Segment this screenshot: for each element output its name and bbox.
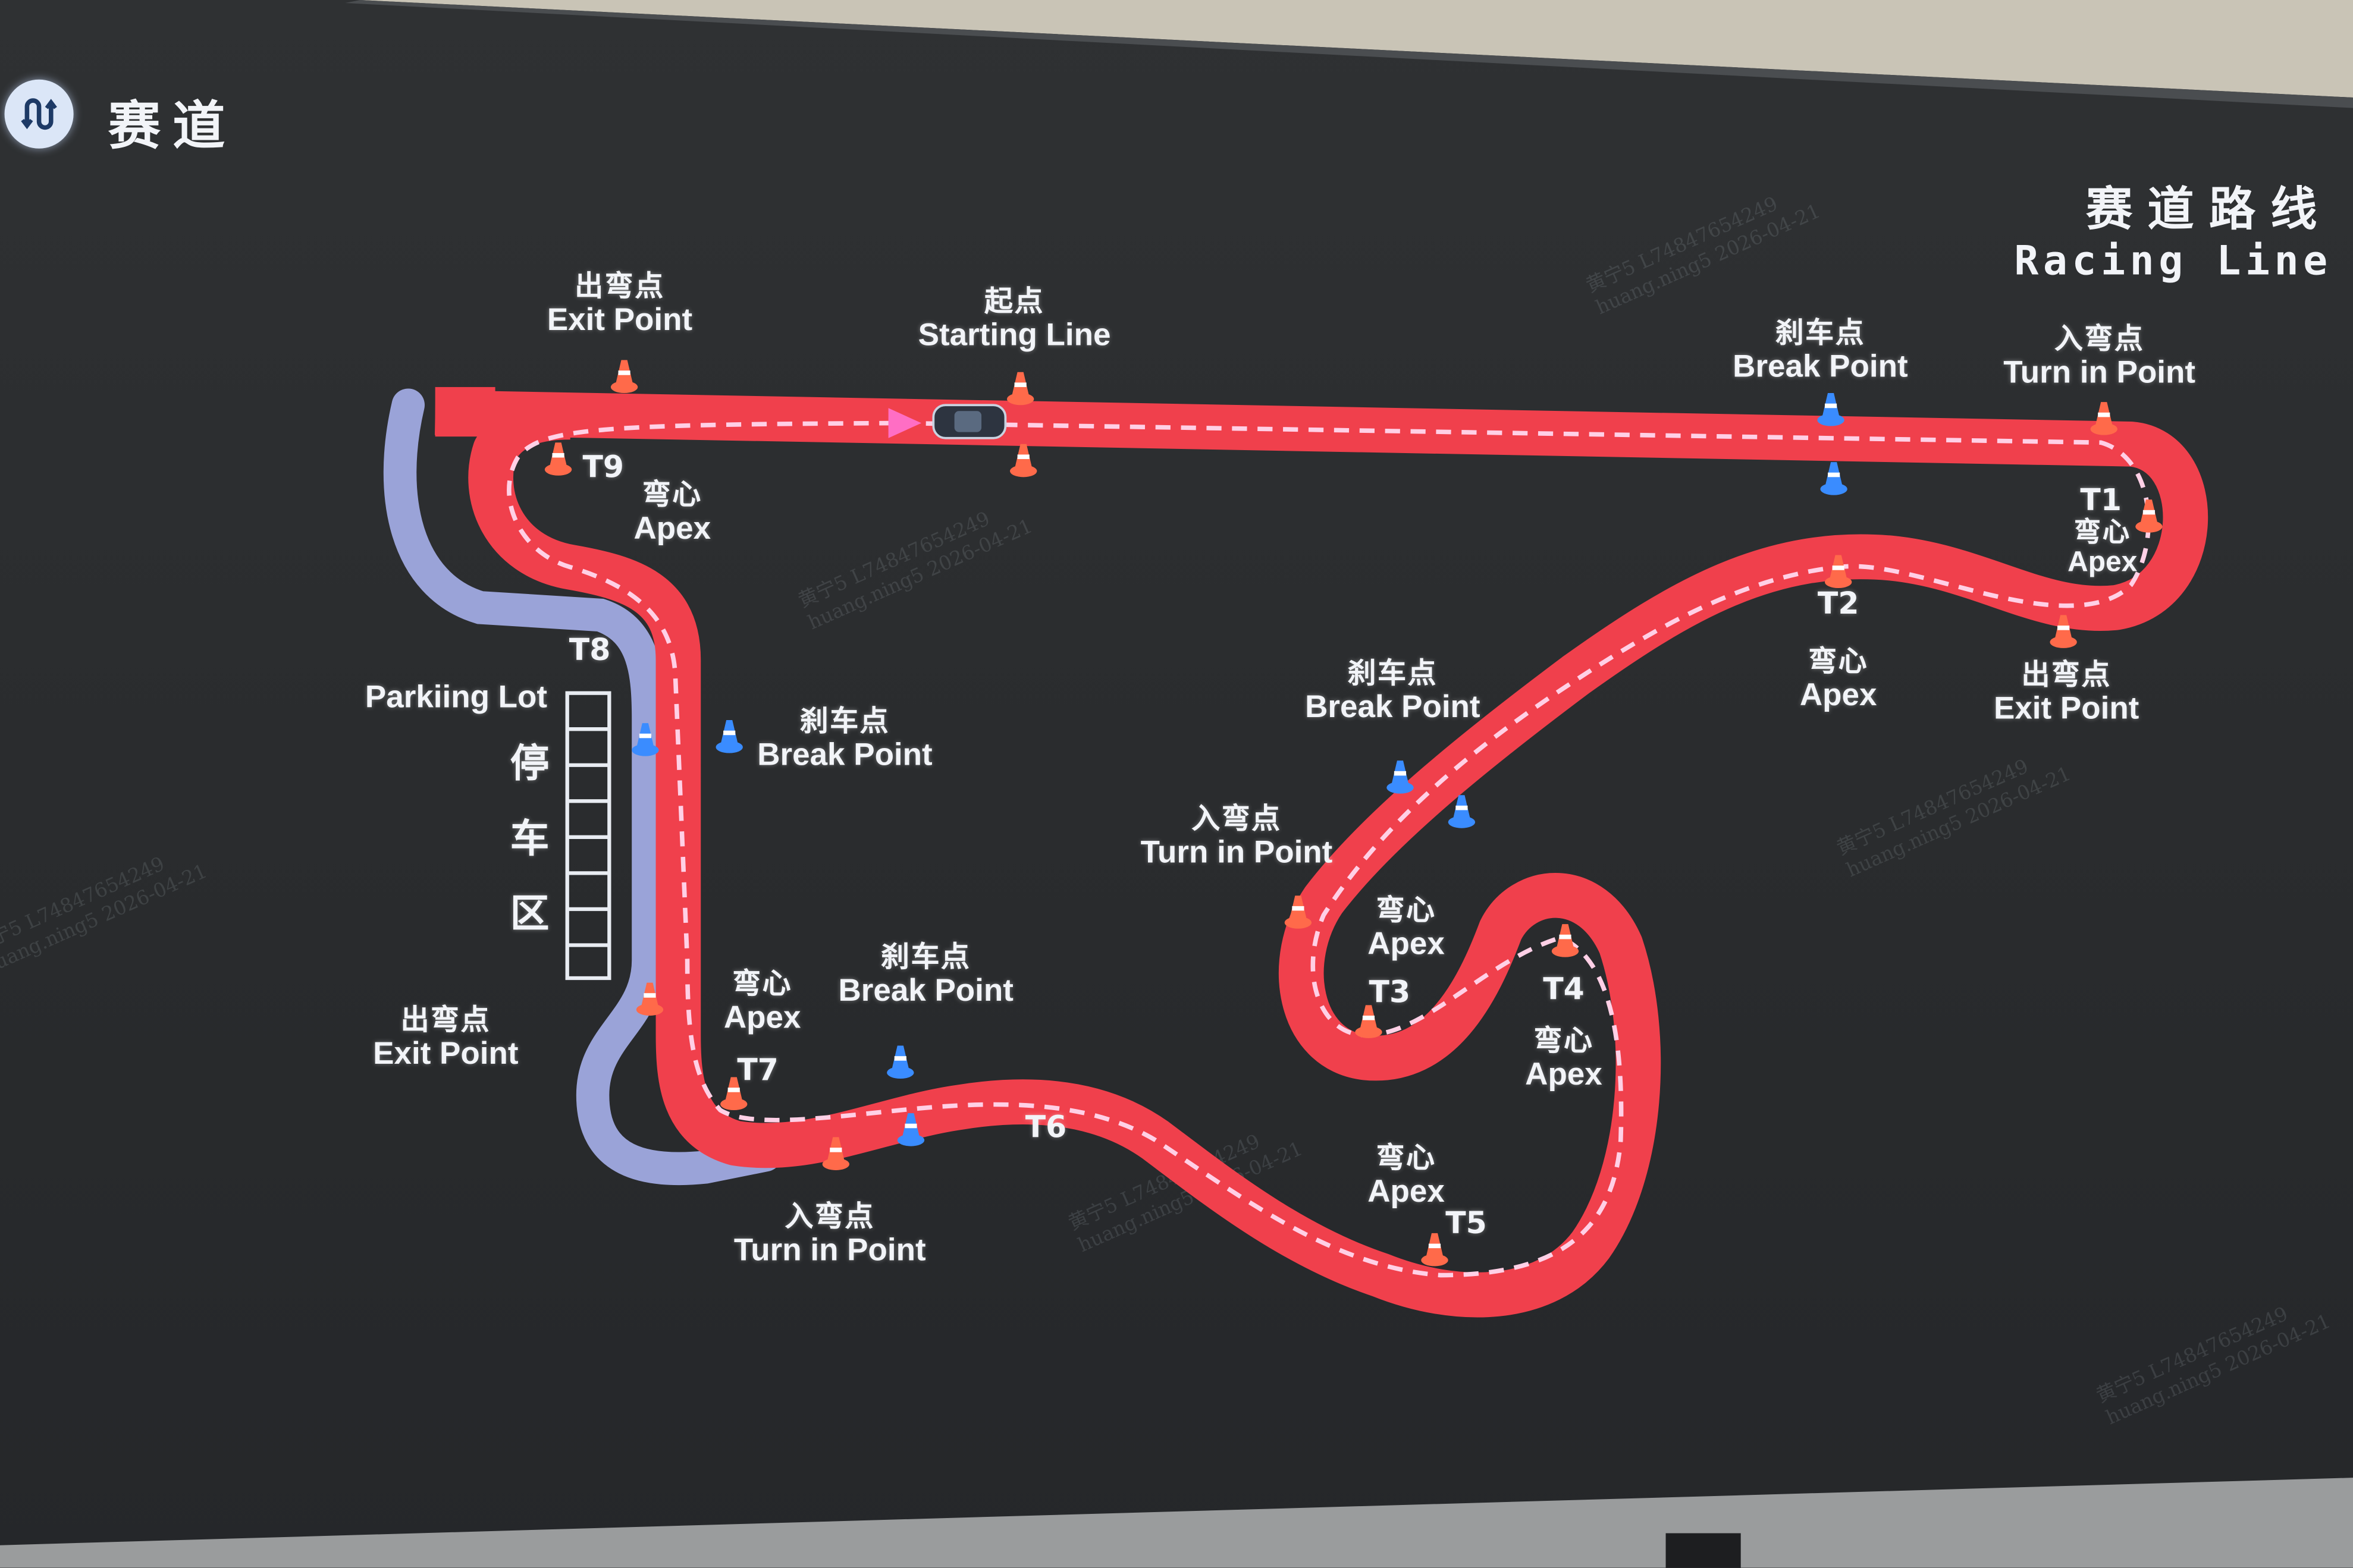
parking-zh-char: 区 [510, 892, 550, 938]
red-cone-icon [1009, 444, 1037, 477]
turn-t9-label: T9 [582, 448, 625, 485]
track-icon [4, 79, 74, 149]
parking-zh-char: 停 [510, 742, 550, 787]
blue-cone-icon [1386, 761, 1414, 794]
turn-t5-label: T5 [1445, 1204, 1487, 1241]
red-cone-icon [1551, 924, 1579, 957]
page-title: 赛道 [108, 97, 237, 158]
red-cone-icon [1355, 1005, 1382, 1038]
blue-cone-icon [1817, 393, 1844, 426]
monitor-bezel [0, 1478, 2353, 1568]
red-cone-icon [636, 982, 664, 1016]
blue-cone-icon [897, 1113, 925, 1146]
legend-title-zh: 赛道路线 [2085, 183, 2332, 237]
red-cone-icon [1421, 1233, 1448, 1267]
turn-t1-label: T1 [2080, 481, 2122, 518]
blue-cone-icon [632, 723, 659, 756]
red-cone-icon [610, 360, 638, 394]
parking-zh-char: 车 [510, 817, 550, 862]
direction-arrow-icon [888, 408, 922, 438]
red-cone-icon [1284, 895, 1312, 929]
blue-cone-icon [1448, 795, 1476, 828]
red-cone-icon [544, 442, 572, 476]
blue-cone-icon [1820, 462, 1847, 495]
parking-lot-label: Parkiing Lot [365, 680, 548, 715]
legend: 赛道路线 Racing Line [2014, 171, 2332, 285]
parking-lot [565, 691, 611, 981]
red-cone-icon [2090, 402, 2117, 435]
turn-t8-label: T8 [569, 631, 611, 668]
race-track [434, 389, 2208, 1318]
red-cone-icon [2050, 615, 2077, 648]
turn-t6-label: T6 [1025, 1108, 1067, 1145]
blue-cone-icon [716, 720, 743, 753]
pit-lane [383, 388, 782, 1186]
car-icon [932, 404, 1007, 439]
legend-title-en: Racing Line [2014, 238, 2332, 285]
red-cone-icon [720, 1077, 748, 1111]
turn-t7-label: T7 [737, 1051, 779, 1088]
turn-t4-label: T4 [1543, 970, 1585, 1007]
red-cone-icon [1824, 555, 1852, 589]
turn-t3-label: T3 [1369, 973, 1411, 1010]
turn-t2-label: T2 [1817, 585, 1859, 621]
red-cone-icon [1006, 372, 1034, 406]
blue-cone-icon [887, 1045, 914, 1079]
red-cone-icon [2135, 499, 2163, 533]
red-cone-icon [822, 1137, 850, 1170]
